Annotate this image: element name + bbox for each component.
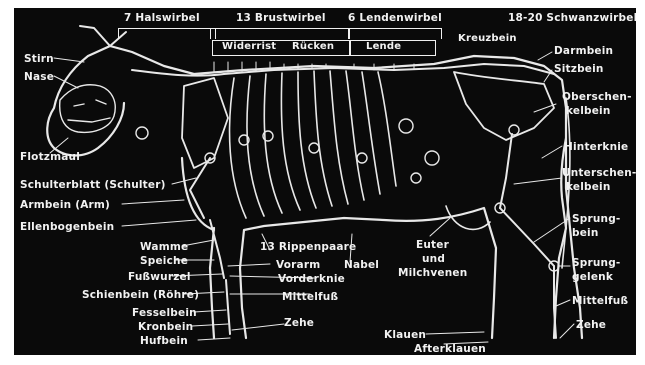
hals-bracket (118, 28, 216, 39)
label-euter-und: und (422, 254, 445, 265)
label-klauen: Klauen (384, 330, 426, 341)
label-nase: Nase (24, 72, 54, 83)
label-vorarm: Vorarm (276, 260, 320, 271)
label-lende: Lende (366, 42, 401, 52)
tibia (500, 208, 554, 266)
anatomy-chart: 7 Halswirbel 13 Brustwirbel 6 Lendenwirb… (14, 8, 636, 355)
label-schulterblatt: Schulterblatt (Schulter) (20, 180, 166, 191)
brust-bracket (210, 28, 350, 39)
label-halswirbel: 7 Halswirbel (124, 13, 200, 24)
label-afterklauen: Afterklauen (414, 344, 486, 355)
label-schienbein: Schienbein (Röhre) (82, 290, 199, 301)
label-sprunggelenk-1: Sprung- (572, 258, 620, 269)
label-euter: Euter (416, 240, 449, 251)
label-ellenbogenbein: Ellenbogenbein (20, 222, 114, 233)
label-mittelfuss-hinten: Mittelfuß (572, 296, 628, 307)
label-oberschenkelbein-1: Oberschen- (562, 92, 632, 103)
label-schwanzwirbel: 18-20 Schwanzwirbel (508, 13, 636, 24)
label-zehe-hinten: Zehe (576, 320, 606, 331)
label-hufbein: Hufbein (140, 336, 188, 347)
label-oberschenkelbein-2: kelbein (566, 106, 611, 117)
label-fesselbein: Fesselbein (132, 308, 197, 319)
ribs (230, 71, 396, 218)
label-widerrist: Widerrist (222, 42, 276, 52)
label-vorderknie: Vorderknie (278, 274, 345, 285)
label-sitzbein: Sitzbein (554, 64, 604, 75)
label-stirn: Stirn (24, 54, 54, 65)
label-rippenpaare: 13 Rippenpaare (260, 242, 356, 253)
label-zehe-vorn: Zehe (284, 318, 314, 329)
label-brustwirbel: 13 Brustwirbel (236, 13, 326, 24)
label-fusswurzel: Fußwurzel (128, 272, 191, 283)
pelvis (454, 72, 554, 140)
lenden-bracket (348, 28, 442, 39)
femur (500, 134, 512, 208)
label-sprunggelenk-2: gelenk (572, 272, 613, 283)
fore-cannon (226, 280, 230, 334)
label-milchvenen: Milchvenen (398, 268, 467, 279)
label-darmbein: Darmbein (554, 46, 613, 57)
label-kronbein: Kronbein (138, 322, 193, 333)
label-sprungbein-1: Sprung- (572, 214, 620, 225)
label-unterschenkelbein-2: kelbein (566, 182, 611, 193)
label-speiche: Speiche (140, 256, 188, 267)
label-wamme: Wamme (140, 242, 188, 253)
scapula (182, 78, 228, 168)
label-armbein: Armbein (Arm) (20, 200, 110, 211)
label-nabel: Nabel (344, 260, 379, 271)
label-hinterknie: Hinterknie (564, 142, 628, 153)
label-mittelfuss-vorn: Mittelfuß (282, 292, 338, 303)
label-ruecken: Rücken (292, 42, 334, 52)
label-lendenwirbel: 6 Lendenwirbel (348, 13, 442, 24)
skull (60, 85, 116, 133)
label-flotzmaul: Flotzmaul (20, 152, 80, 163)
label-kreuzbein: Kreuzbein (458, 34, 517, 44)
label-sprungbein-2: bein (572, 228, 599, 239)
label-unterschenkelbein-1: Unterschen- (562, 168, 636, 179)
